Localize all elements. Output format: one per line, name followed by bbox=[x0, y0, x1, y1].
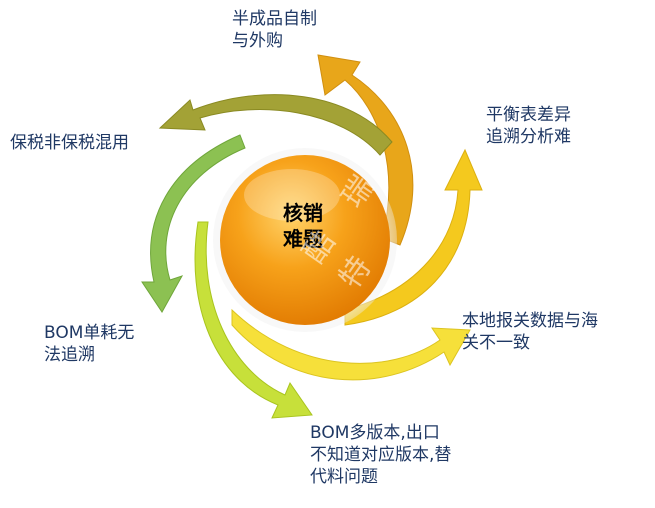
center-label: 核销 难题 bbox=[283, 201, 323, 251]
label-local-customs: 本地报关数据与海 关不一致 bbox=[462, 311, 598, 353]
arrow-bom-version bbox=[194, 221, 313, 419]
label-semi-finished: 半成品自制 与外购 bbox=[232, 9, 317, 51]
arrow-bonded-mix bbox=[158, 94, 393, 156]
label-balance-sheet: 平衡表差异 追溯分析难 bbox=[486, 105, 571, 147]
arrow-semi-finished bbox=[317, 54, 414, 246]
arrow-local-customs bbox=[231, 308, 471, 381]
label-bom-trace: BOM单耗无 法追溯 bbox=[44, 323, 135, 365]
arrow-bom-trace bbox=[141, 134, 246, 313]
label-bonded-mix: 保税非保税混用 bbox=[10, 133, 129, 153]
sphere-highlight bbox=[244, 169, 340, 221]
label-bom-version: BOM多版本,出口 不知道对应版本,替 代料问题 bbox=[310, 423, 452, 487]
center-sphere bbox=[220, 155, 390, 325]
